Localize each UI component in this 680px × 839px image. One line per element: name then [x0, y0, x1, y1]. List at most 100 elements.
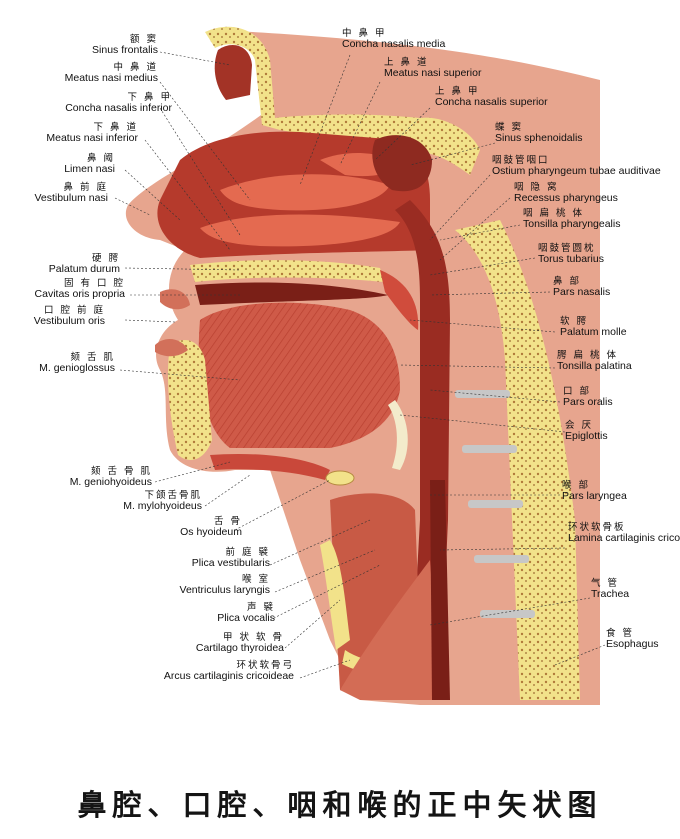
label-zh: 上 鼻 甲 [435, 86, 480, 97]
upper-lip [160, 289, 190, 310]
label-latin: Sinus frontalis [92, 44, 158, 56]
label-zh: 甲 状 软 骨 [222, 632, 284, 643]
label-latin: Meatus nasi inferior [46, 132, 138, 144]
label-latin: Pars nasalis [553, 286, 611, 298]
label-zh: 咽鼓管咽口 [492, 155, 550, 166]
label-latin: Pars laryngea [562, 490, 627, 502]
label-zh: 口 部 [563, 386, 592, 397]
label-zh: 咽 隐 窝 [514, 182, 559, 193]
label-latin: Plica vocalis [217, 612, 275, 624]
sphenoid-sinus [372, 135, 432, 192]
label-zh: 固 有 口 腔 [63, 278, 125, 289]
label-zh: 舌 骨 [213, 516, 242, 527]
hyoid-bone [325, 470, 355, 486]
concha-inferior [200, 214, 400, 247]
label-zh: 会 厌 [565, 420, 594, 431]
label-latin: Palatum durum [48, 263, 120, 275]
label-latin: M. mylohyoideus [123, 500, 202, 512]
hard-palate [190, 260, 384, 282]
concha-media [220, 174, 390, 211]
label-zh: 前 庭 襞 [225, 547, 270, 558]
thyroid-cartilage [320, 540, 350, 650]
label-latin: Meatus nasi superior [384, 67, 482, 79]
label-latin: Meatus nasi medius [64, 72, 158, 84]
label-latin: Arcus cartilaginis cricoideae [163, 670, 294, 682]
label-zh: 下 鼻 甲 [127, 92, 172, 103]
label-latin: Trachea [591, 588, 630, 600]
label-zh: 环状软骨弓 [236, 660, 294, 671]
label-latin: Tonsilla pharyngealis [523, 218, 621, 230]
label-zh: 声 襞 [246, 602, 275, 613]
label-latin: Lamina cartilaginis cricoideae [568, 532, 680, 544]
label-zh: 下 鼻 道 [93, 122, 138, 133]
label-zh: 咽鼓管圆枕 [538, 243, 596, 254]
label-zh: 软 腭 [560, 316, 589, 327]
label-zh: 腭 扁 桃 体 [557, 350, 619, 361]
label-latin: Ostium pharyngeum tubae auditivae [492, 165, 661, 177]
label-zh: 鼻 前 庭 [63, 182, 108, 193]
label-zh: 气 管 [591, 578, 620, 589]
label-latin: Esophagus [606, 638, 659, 650]
label-latin: Cavitas oris propria [34, 288, 125, 300]
label-zh: 鼻 部 [553, 276, 582, 287]
soft-palate [380, 270, 419, 330]
label-zh: 上 鼻 道 [384, 57, 429, 68]
label-zh: 咽 扁 桃 体 [523, 208, 585, 219]
label-zh: 口 腔 前 庭 [43, 305, 105, 316]
geniohyoid-muscle [210, 453, 330, 480]
label-latin: M. geniohyoideus [69, 476, 152, 488]
epiglottis [388, 400, 408, 470]
frontal-sinus [214, 45, 252, 100]
esophagus [430, 480, 450, 700]
label-zh: 喉 室 [241, 574, 270, 585]
label-latin: Concha nasalis media [342, 38, 446, 50]
label-latin: Ventriculus laryngis [179, 584, 270, 596]
label-latin: M. genioglossus [39, 362, 115, 374]
label-latin: Epiglottis [565, 430, 608, 442]
figure-caption: 鼻腔、口腔、咽和喉的正中矢状图 [77, 788, 603, 822]
tongue [198, 302, 400, 448]
oral-cavity [195, 282, 388, 305]
label-latin: Concha nasalis inferior [65, 102, 172, 114]
label-latin: Tonsilla palatina [557, 360, 632, 372]
label-zh: 硬 腭 [91, 253, 120, 264]
mandible [167, 340, 212, 460]
label-latin: Vestibulum nasi [34, 192, 108, 204]
trachea [340, 560, 440, 700]
cervical-spine [455, 220, 580, 700]
label-latin: Vestibulum oris [33, 315, 105, 327]
label-latin: Plica vestibularis [191, 557, 270, 569]
leader-lines [114, 51, 606, 679]
lower-lip [155, 338, 188, 357]
label-latin: Pars oralis [563, 396, 613, 408]
label-zh: 颏 舌 肌 [70, 352, 115, 363]
label-latin: Sinus sphenoidalis [495, 132, 583, 144]
label-zh: 鼻 阈 [86, 153, 115, 164]
label-zh: 中 鼻 道 [113, 62, 158, 73]
sagittal-section-illustration [114, 26, 606, 705]
